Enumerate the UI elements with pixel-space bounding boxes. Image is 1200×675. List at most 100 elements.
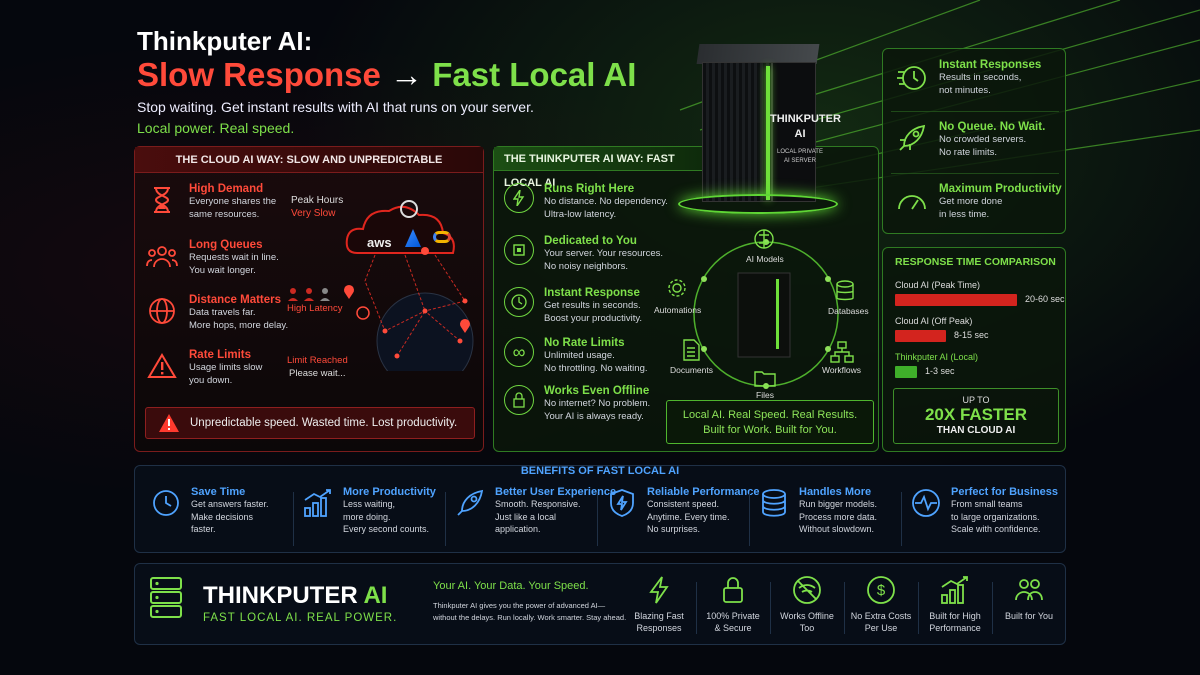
local-item-title: Instant Response — [544, 287, 640, 299]
divider — [891, 173, 1059, 174]
chart-up-icon — [919, 574, 991, 606]
hub-node-label: Databases — [828, 306, 869, 316]
chip-icon — [504, 235, 534, 265]
footer-brand-name: THINKPUTER — [203, 582, 358, 609]
comparison-row-value: 1-3 sec — [925, 366, 955, 376]
local-item-desc: No internet? No problem. Your AI is alwa… — [544, 398, 651, 422]
right-item-title: No Queue. No Wait. — [939, 121, 1046, 133]
benefits-title: BENEFITS OF FAST LOCAL AI — [520, 465, 680, 477]
footer-description: Thinkputer AI gives you the power of adv… — [433, 601, 627, 622]
bolt-icon — [623, 574, 695, 606]
right-item-title: Instant Responses — [939, 59, 1042, 71]
bolt-icon — [504, 183, 534, 213]
server-front — [702, 62, 772, 202]
cloud-summary-text: Unpredictable speed. Wasted time. Lost p… — [190, 417, 458, 429]
footer-feature: $No Extra Costs Per Use — [845, 574, 917, 634]
headline-line1: Thinkputer AI: — [137, 26, 313, 56]
globe-icon — [145, 294, 179, 328]
footer-feature: Built for You — [993, 574, 1065, 622]
aws-logo: aws — [367, 235, 392, 250]
benefit-desc: Run bigger models. Process more data. Wi… — [799, 499, 878, 534]
users-icon — [993, 574, 1065, 606]
footer-feature: Built for High Performance — [919, 574, 991, 634]
benefit-desc: Get answers faster. Make decisions faste… — [191, 499, 269, 534]
divider — [696, 582, 697, 634]
hub-node-label: AI Models — [746, 254, 784, 264]
footer-feature-label: 100% Private & Secure — [706, 611, 760, 633]
right-item-desc: Results in seconds, not minutes. — [939, 72, 1022, 96]
local-item-title: No Rate Limits — [544, 337, 625, 349]
infinity-icon: ∞ — [504, 337, 534, 367]
dollar-icon: $ — [845, 574, 917, 606]
divider — [749, 492, 750, 546]
footer-features: Blazing Fast Responses 100% Private & Sec… — [623, 574, 1063, 640]
server-stack-icon — [150, 577, 182, 618]
cloud-item-title: Rate Limits — [189, 349, 251, 361]
cloud-item-title: Distance Matters — [189, 294, 282, 306]
cloud-item-desc: Everyone shares the same resources. — [189, 196, 277, 220]
local-item-title: Runs Right Here — [544, 183, 635, 195]
hub-node-label: Files — [756, 390, 774, 400]
speedup-than: THAN CLOUD AI — [936, 425, 1016, 436]
pulse-icon — [909, 486, 943, 520]
cloud-network-illustration — [288, 205, 474, 371]
server-side — [772, 62, 816, 202]
wifi-off-icon — [771, 574, 843, 606]
local-cta-box: Local AI. Real Speed. Real Results. Buil… — [666, 400, 874, 444]
server-label: THINKPUTER AI — [770, 113, 841, 140]
gear-icon — [668, 279, 686, 297]
database-icon — [757, 486, 791, 520]
google-cloud-logo — [433, 231, 451, 243]
footer-feature: Blazing Fast Responses — [623, 574, 695, 634]
benefit-title: Better User Experience — [495, 486, 617, 498]
divider — [992, 582, 993, 634]
rocket-icon — [895, 121, 929, 155]
cloud-item-desc: Requests wait in line. You wait longer. — [189, 252, 279, 276]
local-item-desc: Unlimited usage. No throttling. No waiti… — [544, 350, 648, 374]
divider — [293, 492, 294, 546]
very-slow-label: Very Slow — [291, 208, 336, 219]
divider — [918, 582, 919, 634]
openai-logo — [400, 200, 418, 218]
local-item-desc: Your server. Your resources. No noisy ne… — [544, 248, 663, 272]
local-item-title: Dedicated to You — [544, 235, 637, 247]
speedup-value: 20X FASTER — [924, 405, 1028, 424]
footer-feature-label: Built for High Performance — [929, 611, 981, 633]
footer-panel: THINKPUTER AI FAST LOCAL AI. REAL POWER.… — [134, 563, 1066, 645]
local-item-title: Works Even Offline — [544, 385, 650, 397]
cloud-item-desc: Data travels far. More hops, more delay. — [189, 307, 289, 331]
cloud-panel-header: THE CLOUD AI WAY: SLOW AND UNPREDICTABLE — [135, 147, 483, 173]
high-latency-label: High Latency — [287, 303, 343, 314]
footer-heading: Your AI. Your Data. Your Speed. — [433, 580, 589, 592]
speedup-up-to: UP TO — [962, 395, 990, 405]
database-icon — [836, 280, 854, 301]
headline-arrow: → — [390, 56, 424, 93]
brain-icon — [754, 229, 774, 249]
speedup-box: UP TO 20X FASTER THAN CLOUD AI — [893, 388, 1059, 444]
warning-icon — [145, 349, 179, 383]
benefit-desc: Smooth. Responsive. Just like a local ap… — [495, 499, 581, 534]
comparison-row-label: Thinkputer AI (Local) — [895, 352, 979, 362]
server-top — [696, 44, 820, 64]
right-item: No Queue. No Wait.No crowded servers. No… — [895, 121, 1045, 159]
local-item-desc: No distance. No dependency. Ultra-low la… — [544, 196, 668, 220]
limit-reached-label: Limit Reached — [287, 355, 348, 366]
comparison-row-label: Cloud AI (Peak Time) — [895, 280, 981, 290]
benefit-title: Save Time — [191, 486, 246, 498]
right-item-desc: No crowded servers. No rate limits. — [939, 134, 1027, 158]
server-illustration: THINKPUTER AI LOCAL PRIVATE AI SERVER — [678, 44, 841, 214]
right-item-desc: Get more done in less time. — [939, 196, 1003, 220]
hub-node-label: Workflows — [822, 365, 862, 375]
document-icon — [683, 339, 700, 361]
